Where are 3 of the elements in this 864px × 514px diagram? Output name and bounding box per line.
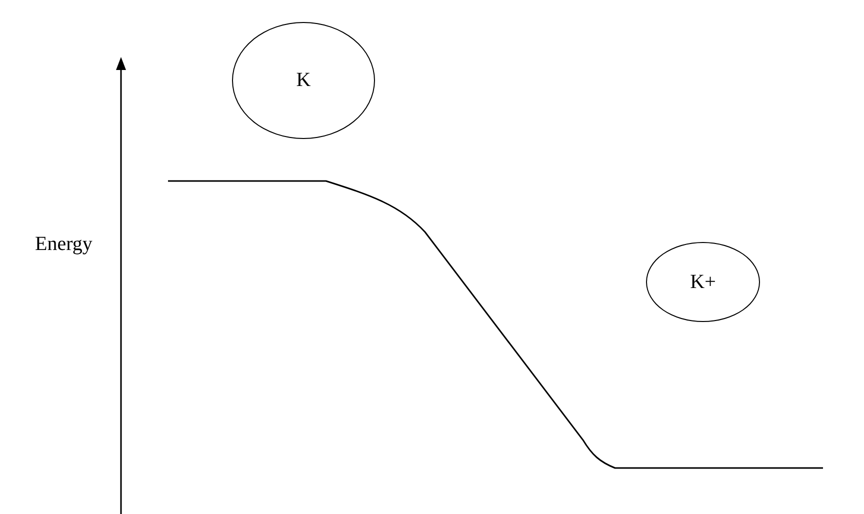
axis-label: Energy — [35, 233, 92, 256]
particle-label: K — [296, 69, 311, 92]
particle-label: K+ — [690, 270, 716, 294]
